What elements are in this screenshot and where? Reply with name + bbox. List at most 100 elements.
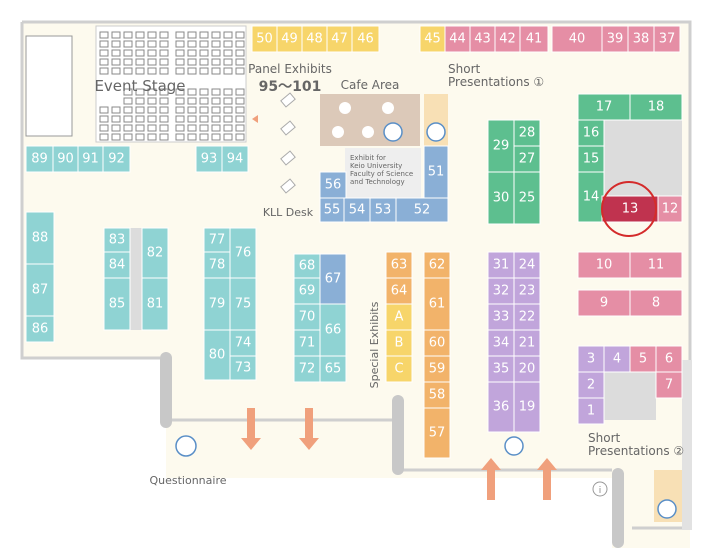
booth-72[interactable]: 72 bbox=[293, 355, 321, 383]
booth-67[interactable]: 67 bbox=[319, 253, 347, 305]
booth-65[interactable]: 65 bbox=[319, 355, 347, 383]
booth-92[interactable]: 92 bbox=[102, 145, 131, 173]
booth-84[interactable]: 84 bbox=[103, 251, 131, 279]
booth-86[interactable]: 86 bbox=[25, 315, 55, 343]
booth-46[interactable]: 46 bbox=[351, 25, 380, 53]
booth-B[interactable]: B bbox=[385, 329, 413, 357]
booth-1[interactable]: 1 bbox=[577, 397, 605, 425]
booth-29[interactable]: 29 bbox=[487, 119, 515, 173]
booth-81[interactable]: 81 bbox=[141, 277, 169, 331]
booth-82[interactable]: 82 bbox=[141, 227, 169, 279]
booth-71[interactable]: 71 bbox=[293, 329, 321, 357]
booth-87[interactable]: 87 bbox=[25, 263, 55, 317]
booth-14[interactable]: 14 bbox=[577, 171, 605, 223]
booth-61[interactable]: 61 bbox=[423, 277, 451, 331]
booth-23[interactable]: 23 bbox=[513, 277, 541, 305]
booth-47[interactable]: 47 bbox=[326, 25, 353, 53]
booth-74[interactable]: 74 bbox=[229, 329, 257, 357]
booth-17[interactable]: 17 bbox=[577, 93, 631, 121]
booth-6[interactable]: 6 bbox=[655, 345, 683, 373]
booth-16[interactable]: 16 bbox=[577, 119, 605, 147]
booth-55[interactable]: 55 bbox=[319, 197, 345, 223]
booth-33[interactable]: 33 bbox=[487, 303, 515, 331]
booth-35[interactable]: 35 bbox=[487, 355, 515, 383]
booth-75[interactable]: 75 bbox=[229, 277, 257, 331]
questionnaire-icon[interactable] bbox=[175, 435, 197, 457]
booth-91[interactable]: 91 bbox=[77, 145, 104, 173]
booth-4[interactable]: 4 bbox=[603, 345, 631, 373]
booth-12[interactable]: 12 bbox=[657, 195, 683, 223]
booth-27[interactable]: 27 bbox=[513, 145, 541, 173]
booth-88[interactable]: 88 bbox=[25, 211, 55, 265]
booth-11[interactable]: 11 bbox=[629, 251, 683, 279]
booth-C[interactable]: C bbox=[385, 355, 413, 383]
booth-83[interactable]: 83 bbox=[103, 227, 131, 253]
booth-13[interactable]: 13 bbox=[601, 195, 659, 223]
booth-66[interactable]: 66 bbox=[319, 303, 347, 357]
booth-85[interactable]: 85 bbox=[103, 277, 131, 331]
booth-10[interactable]: 10 bbox=[577, 251, 631, 279]
booth-63[interactable]: 63 bbox=[385, 251, 413, 279]
booth-76[interactable]: 76 bbox=[229, 227, 257, 279]
booth-2[interactable]: 2 bbox=[577, 371, 605, 399]
booth-56[interactable]: 56 bbox=[319, 171, 347, 199]
booth-3[interactable]: 3 bbox=[577, 345, 605, 373]
booth-94[interactable]: 94 bbox=[221, 145, 249, 173]
booth-28[interactable]: 28 bbox=[513, 119, 541, 147]
booth-50[interactable]: 50 bbox=[251, 25, 278, 53]
booth-36[interactable]: 36 bbox=[487, 381, 515, 433]
booth-32[interactable]: 32 bbox=[487, 277, 515, 305]
booth-49[interactable]: 49 bbox=[276, 25, 303, 53]
booth-89[interactable]: 89 bbox=[25, 145, 54, 173]
booth-20[interactable]: 20 bbox=[513, 355, 541, 383]
booth-44[interactable]: 44 bbox=[444, 25, 471, 53]
booth-59[interactable]: 59 bbox=[423, 355, 451, 383]
booth-31[interactable]: 31 bbox=[487, 251, 515, 279]
booth-18[interactable]: 18 bbox=[629, 93, 683, 121]
booth-40[interactable]: 40 bbox=[551, 25, 603, 53]
booth-42[interactable]: 42 bbox=[494, 25, 521, 53]
booth-58[interactable]: 58 bbox=[423, 381, 451, 409]
booth-37[interactable]: 37 bbox=[653, 25, 681, 53]
booth-15[interactable]: 15 bbox=[577, 145, 605, 173]
booth-90[interactable]: 90 bbox=[52, 145, 79, 173]
booth-34[interactable]: 34 bbox=[487, 329, 515, 357]
booth-38[interactable]: 38 bbox=[627, 25, 655, 53]
booth-54[interactable]: 54 bbox=[343, 197, 371, 223]
booth-30[interactable]: 30 bbox=[487, 171, 515, 225]
booth-80[interactable]: 80 bbox=[203, 329, 231, 381]
booth-24[interactable]: 24 bbox=[513, 251, 541, 279]
booth-57[interactable]: 57 bbox=[423, 407, 451, 459]
booth-22[interactable]: 22 bbox=[513, 303, 541, 331]
booth-51[interactable]: 51 bbox=[423, 145, 449, 199]
booth-41[interactable]: 41 bbox=[519, 25, 549, 53]
booth-77[interactable]: 77 bbox=[203, 227, 231, 253]
booth-25[interactable]: 25 bbox=[513, 171, 541, 225]
booth-70[interactable]: 70 bbox=[293, 303, 321, 331]
booth-53[interactable]: 53 bbox=[369, 197, 397, 223]
seat-icon bbox=[199, 31, 209, 39]
booth-19[interactable]: 19 bbox=[513, 381, 541, 433]
booth-39[interactable]: 39 bbox=[601, 25, 629, 53]
booth-79[interactable]: 79 bbox=[203, 277, 231, 331]
booth-A[interactable]: A bbox=[385, 303, 413, 331]
booth-45[interactable]: 45 bbox=[419, 25, 446, 53]
booth-62[interactable]: 62 bbox=[423, 251, 451, 279]
booth-9[interactable]: 9 bbox=[577, 289, 631, 317]
booth-48[interactable]: 48 bbox=[301, 25, 328, 53]
booth-8[interactable]: 8 bbox=[629, 289, 683, 317]
booth-78[interactable]: 78 bbox=[203, 251, 231, 279]
booth-73[interactable]: 73 bbox=[229, 355, 257, 381]
booth-21[interactable]: 21 bbox=[513, 329, 541, 357]
info-icon[interactable] bbox=[592, 481, 608, 497]
booth-5[interactable]: 5 bbox=[629, 345, 657, 373]
booth-64[interactable]: 64 bbox=[385, 277, 413, 305]
booth-52[interactable]: 52 bbox=[395, 197, 449, 223]
booth-7[interactable]: 7 bbox=[655, 371, 683, 399]
booth-93[interactable]: 93 bbox=[195, 145, 223, 173]
booth-60[interactable]: 60 bbox=[423, 329, 451, 357]
booth-69[interactable]: 69 bbox=[293, 277, 321, 305]
booth-number: 18 bbox=[648, 100, 665, 115]
booth-43[interactable]: 43 bbox=[469, 25, 496, 53]
booth-68[interactable]: 68 bbox=[293, 253, 321, 279]
